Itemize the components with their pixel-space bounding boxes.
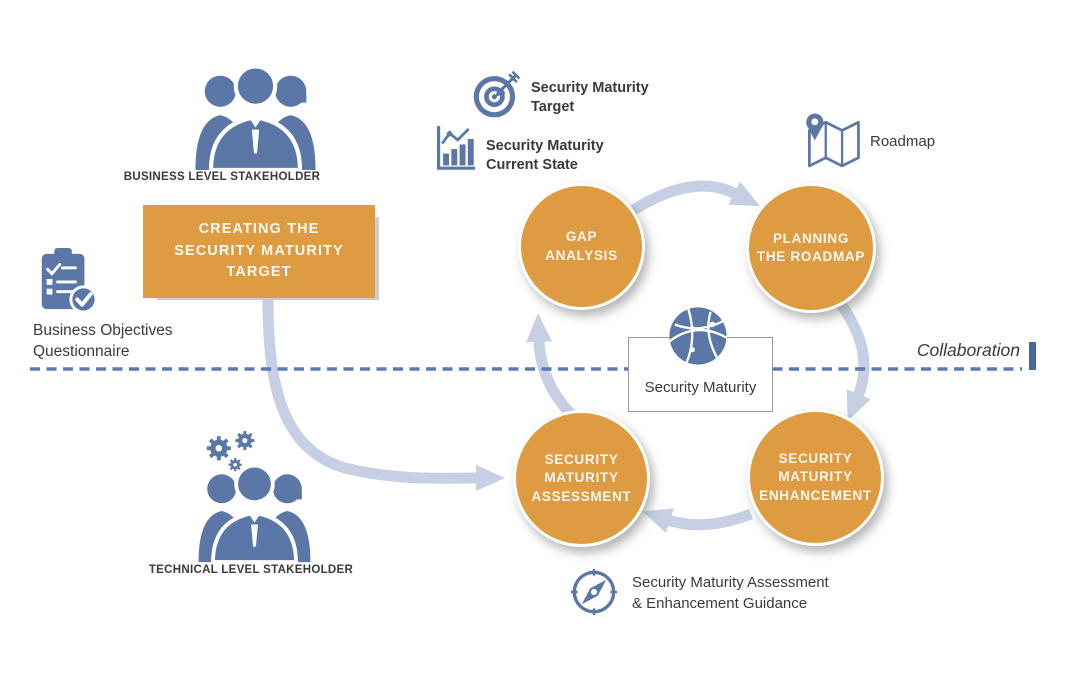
gap-line2: ANALYSIS [545, 247, 618, 263]
clipboard-check-icon [41, 248, 98, 314]
enhancement-line3: ENHANCEMENT [759, 487, 872, 503]
current-state-line1: Security Maturity [486, 138, 604, 154]
technical-stakeholder-label: TECHNICAL LEVEL STAKEHOLDER [148, 564, 354, 576]
creating-target-box: CREATING THE SECURITY MATURITY TARGET [143, 205, 375, 298]
collaboration-end-bar [1029, 342, 1036, 370]
gap-analysis-label: GAP ANALYSIS [545, 228, 618, 264]
guidance-label: Security Maturity Assessment & Enhanceme… [632, 573, 829, 614]
security-maturity-label: Security Maturity [644, 379, 757, 396]
creating-target-line3: TARGET [226, 264, 292, 281]
assessment-label: SECURITY MATURITY ASSESSMENT [531, 451, 631, 506]
current-state-line2: Current State [486, 156, 578, 173]
map-pin-icon [806, 113, 824, 141]
arrow-enhancement-to-assessment [642, 508, 753, 533]
enhancement-label: SECURITY MATURITY ENHANCEMENT [759, 450, 872, 505]
gap-line1: GAP [565, 229, 598, 245]
enhancement-line2: MATURITY [778, 469, 853, 485]
roadmap-label: Roadmap [870, 132, 935, 153]
roadmap-text: Roadmap [870, 133, 936, 150]
arrow-box-to-assessment [262, 295, 505, 492]
target-bullseye-icon [473, 70, 521, 118]
enhancement-line1: SECURITY [778, 451, 853, 467]
network-globe-icon [669, 307, 727, 365]
arrow-planning-to-enhancement [835, 299, 871, 421]
cycle-step-planning-roadmap: PLANNING THE ROADMAP [746, 183, 876, 313]
assessment-line3: ASSESSMENT [531, 488, 632, 504]
compass-icon [570, 568, 618, 616]
current-state-label: Security Maturity Current State [486, 137, 604, 175]
creating-target-line1: CREATING THE [198, 220, 320, 237]
creating-target-line2: SECURITY MATURITY [174, 242, 344, 259]
planning-label: PLANNING THE ROADMAP [757, 230, 865, 266]
target-line2: Target [531, 98, 575, 115]
assessment-line2: MATURITY [544, 470, 619, 486]
guidance-line2: & Enhancement Guidance [632, 594, 808, 612]
assessment-line1: SECURITY [544, 452, 619, 468]
cycle-step-maturity-enhancement: SECURITY MATURITY ENHANCEMENT [747, 409, 884, 546]
arrow-gap-to-planning [629, 180, 761, 216]
questionnaire-line1: Business Objectives [33, 322, 173, 339]
target-line1: Security Maturity [531, 80, 649, 96]
planning-line2: THE ROADMAP [756, 249, 866, 264]
collaboration-label: Collaboration [916, 340, 1020, 360]
target-label: Security Maturity Target [531, 79, 649, 117]
creating-target-label: CREATING THE SECURITY MATURITY TARGET [174, 219, 344, 284]
cycle-step-maturity-assessment: SECURITY MATURITY ASSESSMENT [513, 410, 650, 547]
questionnaire-line2: Questionnaire [33, 343, 130, 361]
cycle-step-gap-analysis: GAP ANALYSIS [518, 183, 645, 310]
business-stakeholder-label: BUSINESS LEVEL STAKEHOLDER [123, 171, 321, 183]
current-state-chart-icon [436, 126, 476, 170]
planning-line1: PLANNING [772, 230, 850, 246]
roadmap-map-icon [806, 113, 860, 168]
guidance-line1: Security Maturity Assessment [632, 574, 829, 591]
questionnaire-label: Business Objectives Questionnaire [33, 320, 173, 363]
